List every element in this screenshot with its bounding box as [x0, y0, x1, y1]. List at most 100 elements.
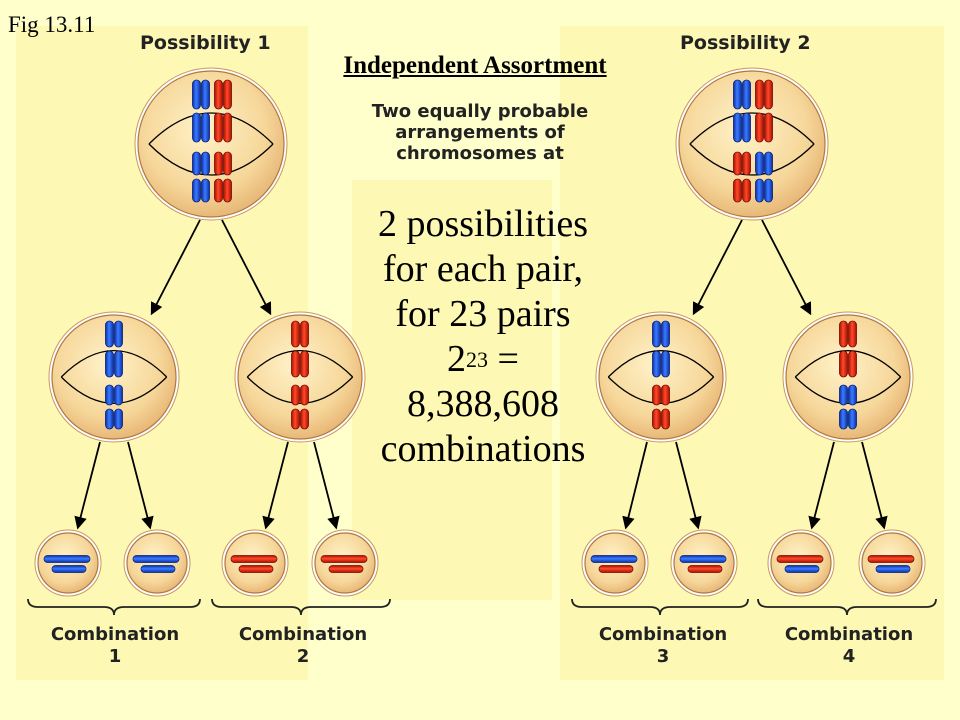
chromosome-bar — [238, 565, 274, 573]
chromosome-bar — [230, 555, 278, 563]
chromatid-arm — [201, 112, 210, 143]
gamete — [767, 529, 835, 597]
chromatid-arm — [742, 112, 751, 143]
chromatid-arm — [214, 151, 223, 176]
gamete — [311, 529, 379, 597]
possibility-1-label: Possibility 1 — [140, 32, 271, 54]
cell-body — [584, 532, 646, 594]
chromosome-bar — [598, 565, 634, 573]
chromatid-arm — [291, 350, 300, 378]
combination-word: Combination — [784, 624, 914, 645]
chromatid-arm — [839, 384, 848, 406]
center-panel — [352, 180, 552, 600]
spindle-fiber — [607, 376, 715, 404]
chromatid-arm — [652, 350, 661, 378]
chromosome-bar — [320, 555, 368, 563]
combination-number: 1 — [108, 646, 122, 667]
chromatid-arm — [192, 151, 201, 176]
chromosome-bar — [590, 555, 638, 563]
combinations-unit: combinations — [380, 428, 586, 470]
spindle-fiber — [148, 143, 274, 176]
gamete — [123, 529, 191, 597]
arrow — [262, 441, 289, 530]
gamete — [221, 529, 289, 597]
chromosome-bar — [867, 555, 915, 563]
chromatid-arm — [214, 178, 223, 203]
arrow — [622, 441, 648, 530]
arrow — [221, 219, 272, 316]
power-expression: 223 = — [352, 337, 614, 382]
chromatid-arm — [848, 384, 857, 406]
chromatid-arm — [105, 320, 114, 348]
combination-brace — [211, 598, 391, 616]
chromatid-arm — [105, 384, 114, 406]
chromatid-arm — [652, 384, 661, 406]
spindle-fiber — [794, 350, 902, 378]
spindle-fiber — [246, 350, 354, 378]
chromatid-arm — [742, 79, 751, 110]
possibility-2-label: Possibility 2 — [680, 32, 811, 54]
cell-body — [861, 532, 923, 594]
combination-brace — [757, 598, 937, 616]
spindle-fiber — [148, 112, 274, 145]
combination-3-label: Combination 3 — [578, 624, 748, 668]
combination-brace — [571, 598, 749, 616]
chromatid-arm — [105, 350, 114, 378]
arrow — [692, 219, 743, 316]
chromatid-arm — [839, 320, 848, 348]
metaphase-ii-cell-blue — [48, 311, 180, 443]
cell-body — [126, 532, 188, 594]
combination-number: 4 — [842, 646, 856, 667]
cell-body — [678, 70, 826, 218]
gamete — [34, 529, 102, 597]
cell-body — [224, 532, 286, 594]
chromatid-arm — [652, 408, 661, 430]
cell-body — [237, 314, 363, 440]
combination-word: Combination — [598, 624, 728, 645]
chromatid-arm — [192, 178, 201, 203]
arrow — [861, 441, 888, 530]
cell-body — [37, 532, 99, 594]
arrow — [74, 441, 101, 530]
metaphase-ii-cell-red — [234, 311, 366, 443]
spindle-fiber — [689, 112, 815, 145]
chromatid-arm — [661, 408, 670, 430]
gamete — [581, 529, 649, 597]
possibility-1-cell — [134, 67, 288, 221]
chromatid-arm — [839, 408, 848, 430]
chromatid-arm — [105, 408, 114, 430]
chromatid-arm — [223, 112, 232, 143]
chromatid-arm — [300, 350, 309, 378]
chromosome-bar — [776, 555, 824, 563]
cell-body — [314, 532, 376, 594]
chromatid-arm — [192, 79, 201, 110]
chromatid-arm — [214, 79, 223, 110]
arrow — [313, 441, 340, 530]
chromatid-arm — [661, 384, 670, 406]
chromatid-arm — [300, 384, 309, 406]
chromatid-arm — [733, 151, 742, 176]
chromatid-arm — [291, 384, 300, 406]
chromatid-arm — [201, 151, 210, 176]
chromosome-bar — [875, 565, 911, 573]
combination-1-label: Combination 1 — [30, 624, 200, 668]
chromatid-arm — [764, 79, 773, 110]
subtitle-line: chromosomes at — [396, 143, 564, 164]
chromatid-arm — [755, 151, 764, 176]
chromatid-arm — [300, 408, 309, 430]
chromosome-bar — [784, 565, 820, 573]
chromosome-bar — [140, 565, 176, 573]
chromatid-arm — [192, 112, 201, 143]
chromosome-bar — [132, 555, 180, 563]
chromatid-arm — [764, 151, 773, 176]
chromatid-arm — [755, 112, 764, 143]
combination-word: Combination — [50, 624, 180, 645]
combination-number: 2 — [296, 646, 310, 667]
possibility-2-cell — [675, 67, 829, 221]
cell-body — [785, 314, 911, 440]
chromatid-arm — [201, 79, 210, 110]
chromatid-arm — [764, 178, 773, 203]
chromatid-arm — [848, 408, 857, 430]
chromatid-arm — [733, 178, 742, 203]
power-base: 2 — [447, 338, 467, 380]
